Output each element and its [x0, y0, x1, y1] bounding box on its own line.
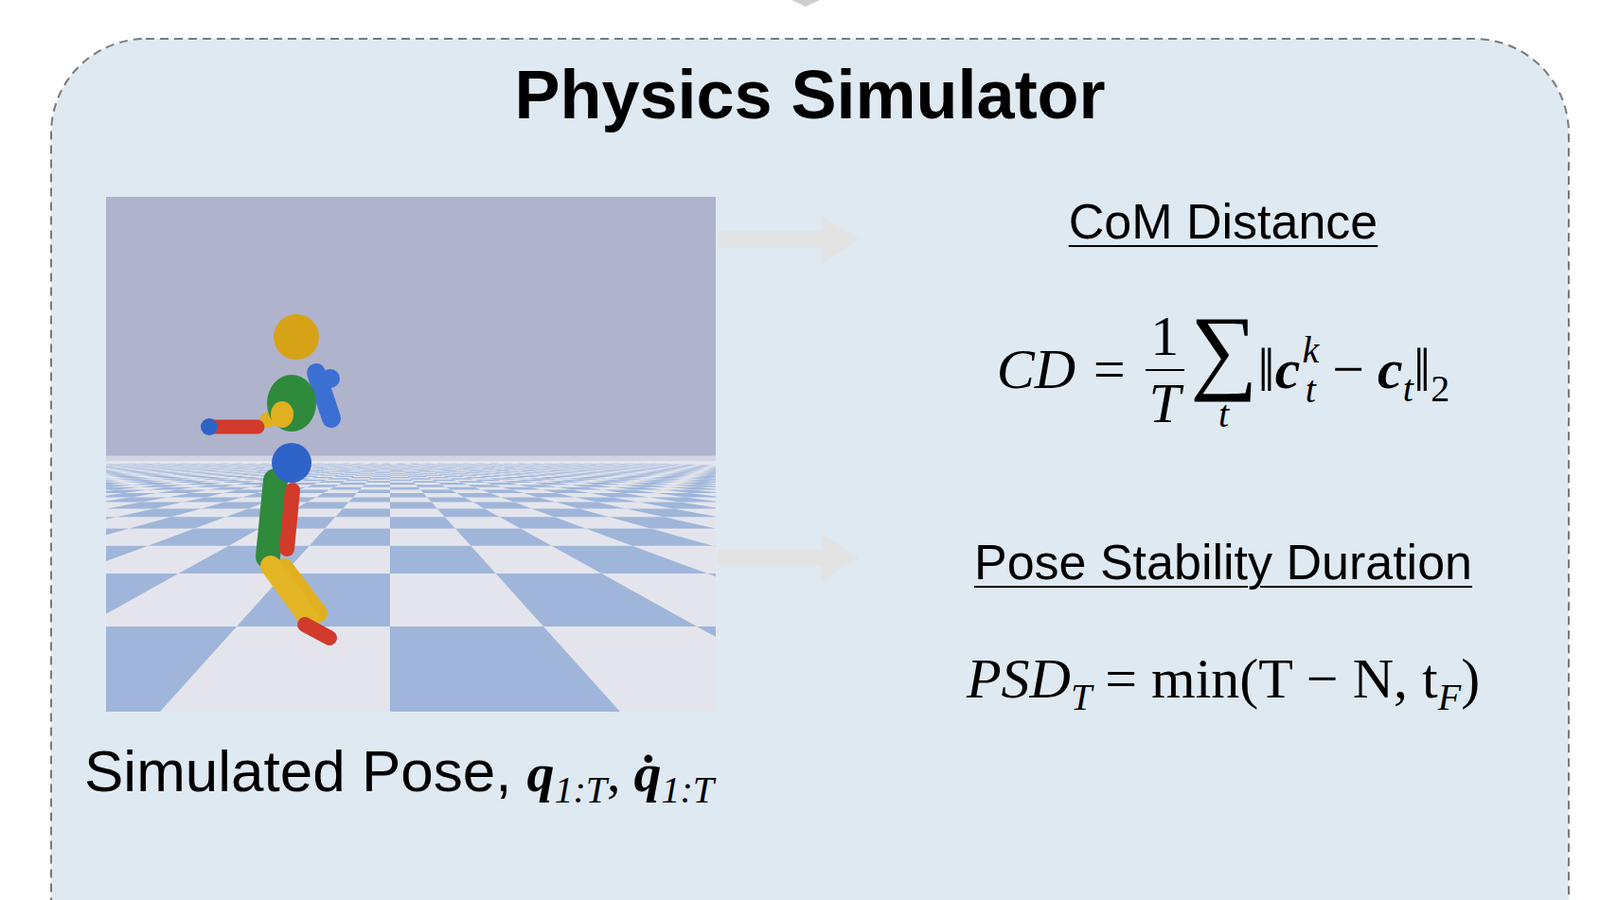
formula-group: 1:T [553, 757, 607, 801]
text-row: PSDT = min(T − N, tF) [966, 646, 1480, 712]
formula-group: c [1377, 337, 1404, 403]
text-rows: Pose Stability DurationPSDT = min(T − N, … [863, 534, 1583, 712]
flow-arrow [717, 231, 822, 249]
formula-part: c [1377, 337, 1404, 403]
formula-group: F [1438, 657, 1461, 701]
formula-group: = min(T − N, t [1104, 646, 1439, 712]
text-rows: Simulated Pose,q1:T,q̇1:T [84, 737, 714, 806]
formula-group: 1:T [661, 757, 715, 801]
formula-group: 1T [1145, 303, 1185, 437]
formula-group: CoM Distance [1068, 194, 1379, 251]
simulator-panel: Physics SimulatorSimulated Pose,q1:T,q̇1… [51, 38, 1569, 900]
caption-math: q̇ [634, 742, 662, 806]
caption-text: Simulated Pose, [84, 737, 512, 805]
incoming-arrow-tip [791, 0, 820, 7]
simulated-pose-image: Simulated Pose,q1:T,q̇1:T [106, 196, 716, 712]
flow-arrow [717, 549, 822, 567]
formula-part: k [1301, 330, 1319, 371]
panel-outline [51, 38, 1569, 900]
formula-group: kt [1301, 330, 1319, 410]
formula-group: t [1403, 348, 1414, 392]
formula-group: ‖ [1413, 334, 1432, 407]
formula-group: ) [1460, 646, 1480, 712]
formula-part: ∑ [1190, 304, 1258, 395]
metric-block: Pose Stability DurationPSDT = min(T − N, … [863, 534, 1583, 712]
panel-title: Physics Simulator [514, 55, 1105, 135]
simulation-render [106, 196, 716, 712]
caption-math: q [526, 742, 554, 806]
formula-group: Simulated Pose, [84, 737, 512, 805]
formula-part: PSD [966, 646, 1071, 712]
text-row: CD =1T∑t‖ckt−ct‖2 [996, 303, 1451, 437]
formula-part: 1 [1150, 303, 1179, 370]
metric-block: CoM DistanceCD =1T∑t‖ckt−ct‖2 [863, 194, 1583, 437]
text-row: CoM Distance [1068, 194, 1379, 251]
formula-group: 2 [1430, 348, 1450, 392]
formula-part: − [1332, 337, 1365, 403]
text-rows: Physics Simulator [51, 55, 1569, 135]
formula-group: Physics Simulator [514, 55, 1105, 135]
formula-part: = min(T − N, t [1104, 646, 1439, 712]
formula-part: F [1438, 675, 1461, 720]
text-row: Simulated Pose,q1:T,q̇1:T [84, 737, 714, 806]
checker-floor [106, 463, 716, 712]
formula-part: t [1218, 394, 1229, 435]
formula-part: 2 [1430, 367, 1450, 411]
formula-part: CD = [996, 337, 1129, 403]
text-row: Physics Simulator [514, 55, 1105, 135]
formula-group: T [1070, 657, 1092, 701]
formula-group: q [526, 742, 554, 806]
formula-part: T [1070, 675, 1092, 720]
formula-group: q̇ [634, 742, 662, 806]
formula-part: ‖ [1257, 334, 1276, 407]
formula-part: T [1145, 369, 1185, 437]
formula-group: c [1275, 337, 1301, 403]
formula-part: t [1403, 367, 1414, 411]
formula-group: PSD [966, 646, 1071, 712]
formula-group: − [1332, 337, 1365, 403]
humanoid-figure [200, 314, 340, 639]
formula-part: ) [1460, 646, 1480, 712]
formula-group: Pose Stability Duration [974, 534, 1473, 592]
formula-part: ‖ [1413, 334, 1432, 407]
caption-math: , [606, 742, 622, 806]
caption-math: 1:T [553, 768, 607, 813]
formula-group: ‖ [1257, 334, 1276, 407]
formula-part: c [1275, 337, 1301, 403]
formula-group: CD = [996, 337, 1129, 403]
formula-part: t [1305, 370, 1316, 410]
metric-heading: CoM Distance [1068, 194, 1379, 251]
formula-group: ∑t [1190, 304, 1258, 435]
text-rows: CoM DistanceCD =1T∑t‖ckt−ct‖2 [863, 194, 1583, 437]
formula-group: , [606, 742, 622, 806]
text-row: Pose Stability Duration [974, 534, 1473, 592]
caption-math: 1:T [661, 768, 715, 813]
metric-heading: Pose Stability Duration [974, 534, 1473, 592]
